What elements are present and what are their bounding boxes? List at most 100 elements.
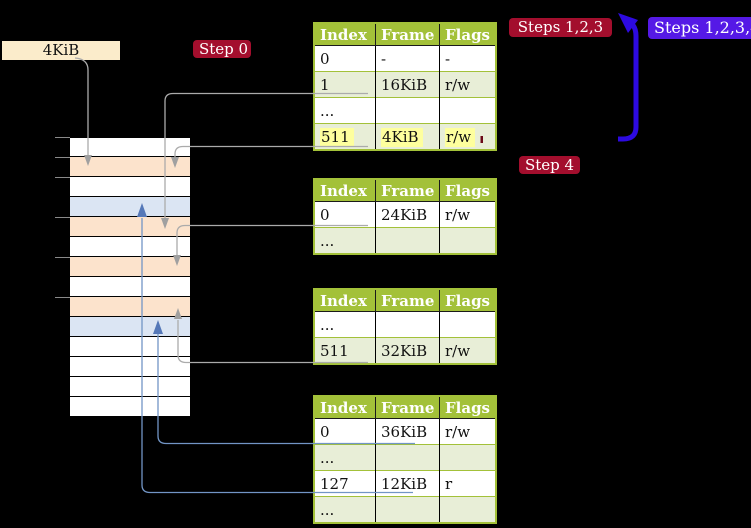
table-cell: 511 [314, 337, 376, 364]
column-header-flags: Flags [439, 289, 496, 312]
table-cell: 32KiB [375, 337, 440, 364]
column-header-frame: Frame [375, 289, 440, 312]
table-cell: ... [314, 496, 376, 523]
table-cell [439, 311, 496, 338]
memory-frame-row [70, 217, 190, 237]
table-cell: 12KiB [375, 470, 440, 497]
table-cell: 0 [314, 418, 376, 445]
memory-frame-row [70, 317, 190, 337]
column-header-frame: Frame [375, 23, 440, 46]
table-row: 0-- [314, 45, 496, 72]
badge-steps-1-2-3: Steps 1,2,3 [509, 18, 612, 37]
table-row: ... [314, 444, 496, 471]
table-cell [375, 311, 440, 338]
memory-frame-row [70, 157, 190, 177]
table-row: 511 4KiB r/w [314, 123, 496, 150]
table-cell: 24KiB [375, 201, 440, 228]
badge-steps-1-2-3-4-label: Steps 1,2,3,4 [654, 18, 751, 37]
memory-frame-row [70, 277, 190, 297]
memory-frame-row [70, 377, 190, 397]
badge-steps-1-2-3-4: Steps 1,2,3,4 [648, 17, 751, 39]
table-cell: r/w [439, 418, 496, 445]
table-cell: r/w [439, 71, 496, 98]
table-cell: r [439, 470, 496, 497]
table-cell: ... [314, 311, 376, 338]
table-cell [375, 444, 440, 471]
table-cell [439, 227, 496, 254]
column-header-flags: Flags [439, 23, 496, 46]
table-cell [439, 97, 496, 124]
memory-frame-row [70, 177, 190, 197]
column-header-index: Index [314, 396, 376, 419]
table-cell [375, 227, 440, 254]
root-frame-label-box: 4KiB [2, 41, 120, 60]
column-header-frame: Frame [375, 179, 440, 202]
table-cell [439, 496, 496, 523]
table-cell [439, 444, 496, 471]
table-cell: - [375, 45, 440, 72]
memory-boundary-tick [55, 297, 70, 298]
table-cell: 0 [314, 201, 376, 228]
memory-boundary-tick [55, 257, 70, 258]
memory-frame-row [70, 237, 190, 257]
memory-boundary-tick [55, 217, 70, 218]
physical-memory-column [70, 137, 190, 417]
badge-steps-1-2-3-label: Steps 1,2,3 [517, 18, 604, 36]
table-cell [375, 97, 440, 124]
table-row: ... [314, 496, 496, 523]
table-cell: ... [314, 227, 376, 254]
table-cell: 1 [314, 71, 376, 98]
table-cell: r/w [439, 123, 496, 150]
memory-frame-row [70, 397, 190, 417]
loop-arrowhead-blue [618, 13, 638, 33]
memory-frame-row [70, 297, 190, 317]
column-header-index: Index [314, 179, 376, 202]
memory-frame-row [70, 257, 190, 277]
memory-frame-row [70, 137, 190, 157]
badge-step-0-label: Step 0 [199, 40, 249, 58]
table-row: ... [314, 311, 496, 338]
memory-boundary-tick [55, 177, 70, 178]
table-cell: r/w [439, 201, 496, 228]
memory-boundary-tick [55, 157, 70, 158]
root-frame-label: 4KiB [42, 41, 80, 59]
memory-boundary-tick [55, 137, 70, 138]
highlighted-cell-text: 4KiB [381, 127, 423, 147]
table-row: ... [314, 227, 496, 254]
badge-step-0: Step 0 [193, 40, 251, 58]
column-header-index: Index [314, 289, 376, 312]
column-header-flags: Flags [439, 396, 496, 419]
table-cell: 16KiB [375, 71, 440, 98]
table-cell: 127 [314, 470, 376, 497]
memory-frame-row [70, 197, 190, 217]
column-header-index: Index [314, 23, 376, 46]
column-header-frame: Frame [375, 396, 440, 419]
highlighted-cell-text: r/w [445, 127, 476, 147]
highlighted-cell-text: 511 [320, 127, 354, 147]
table-cell: 0 [314, 45, 376, 72]
table-row: ... [314, 97, 496, 124]
table-cell: 36KiB [375, 418, 440, 445]
badge-step-4: Step 4 [519, 156, 580, 174]
table-cell: ... [314, 97, 376, 124]
badge-step-4-label: Step 4 [525, 156, 575, 174]
table-cell: ... [314, 444, 376, 471]
table-cell: r/w [439, 337, 496, 364]
table-cell: - [439, 45, 496, 72]
loop-arrow-blue [618, 18, 639, 142]
memory-frame-row [70, 337, 190, 357]
table-cell: 4KiB [375, 123, 440, 150]
column-header-flags: Flags [439, 179, 496, 202]
memory-frame-row [70, 357, 190, 377]
